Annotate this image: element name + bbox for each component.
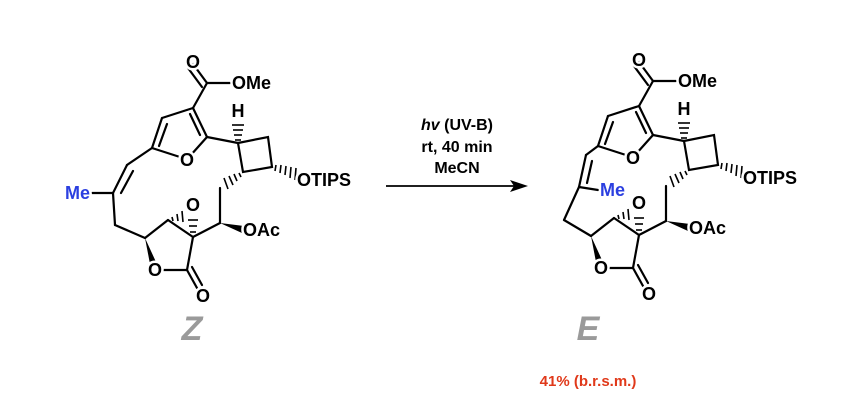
ome-label: OMe [232,73,271,93]
otips-label: OTIPS [297,170,351,190]
isomer-label-e: E [577,310,601,348]
carbonyl-o-label: O [196,286,210,306]
yield-label: 41% (b.r.s.m.) [540,373,637,390]
reaction-arrow-head-icon [510,180,528,192]
isomer-label-z: Z [181,310,204,348]
z-olefin-bonds [90,146,154,240]
starting-material-z: OMe H O OTIPS O OAc O O Me Z [62,52,354,348]
product-e: OMe H O OTIPS O OAc O O Me E 41% (b.r.s.… [540,50,800,390]
h-label: H [232,101,245,121]
lactone-o-label: O [148,260,162,280]
epoxide-o-label: O [186,195,200,215]
e-olefin-bonds [562,144,600,238]
conditions-line-1: hv (UV-B) [421,117,493,134]
h-label: H [678,99,691,119]
furan-o-label: O [626,148,640,168]
oac-label: OAc [243,220,280,240]
reaction-conditions: hv (UV-B) rt, 40 min MeCN [386,117,528,192]
methyl-label: Me [600,180,625,200]
carbonyl-o-label: O [642,284,656,304]
lactone-o-label: O [594,258,608,278]
furan-o-label: O [180,150,194,170]
methyl-label: Me [65,183,90,203]
ome-label: OMe [678,71,717,91]
conditions-line-2: rt, 40 min [421,139,492,156]
conditions-line-3: MeCN [434,160,479,177]
oac-label: OAc [689,218,726,238]
epoxide-o-label: O [632,193,646,213]
otips-label: OTIPS [743,168,797,188]
